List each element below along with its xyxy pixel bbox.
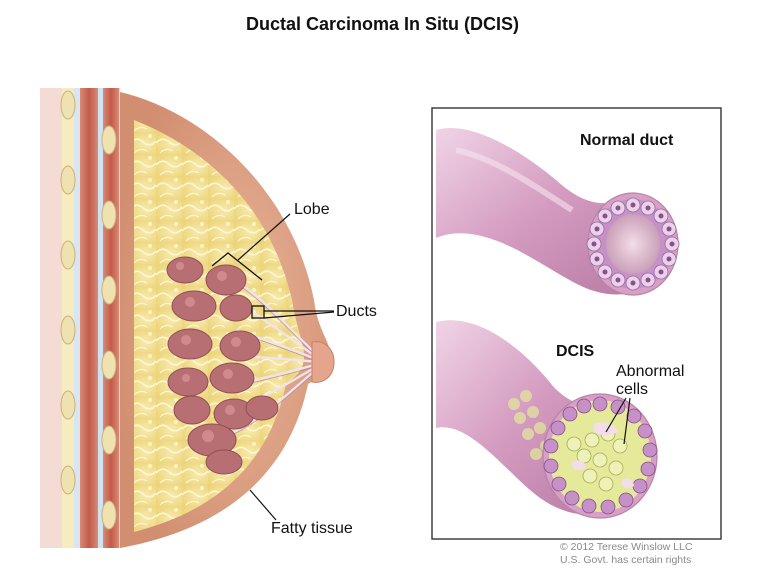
ribs [60, 90, 117, 530]
credit-line-2: U.S. Govt. has certain rights [560, 554, 692, 566]
abnormal-cells-leaders [605, 397, 631, 445]
fatty-tissue-region [134, 120, 305, 532]
label-fatty-tissue: Fatty tissue [271, 520, 353, 537]
duct-highlight-box [251, 305, 265, 319]
label-normal-duct: Normal duct [580, 132, 674, 149]
label-ducts: Ducts [336, 303, 377, 320]
normal-duct-lumen [606, 214, 660, 274]
page-title: Ductal Carcinoma In Situ (DCIS) [245, 14, 520, 34]
label-dcis: DCIS [556, 343, 595, 360]
lobe-bracket [211, 252, 263, 281]
breast-cross-section [40, 88, 335, 548]
nipple [311, 341, 335, 383]
lobules [166, 256, 279, 475]
pectoral-muscle [80, 88, 98, 548]
dcis-duct [436, 320, 658, 519]
label-abnormal-line1: Abnormal [616, 363, 684, 380]
label-lobe: Lobe [294, 201, 330, 218]
label-abnormal-line2: cells [616, 381, 648, 398]
normal-duct [436, 128, 680, 296]
credit-line-1: © 2012 Terese Winslow LLC [560, 541, 693, 553]
leader-lines [237, 213, 335, 521]
